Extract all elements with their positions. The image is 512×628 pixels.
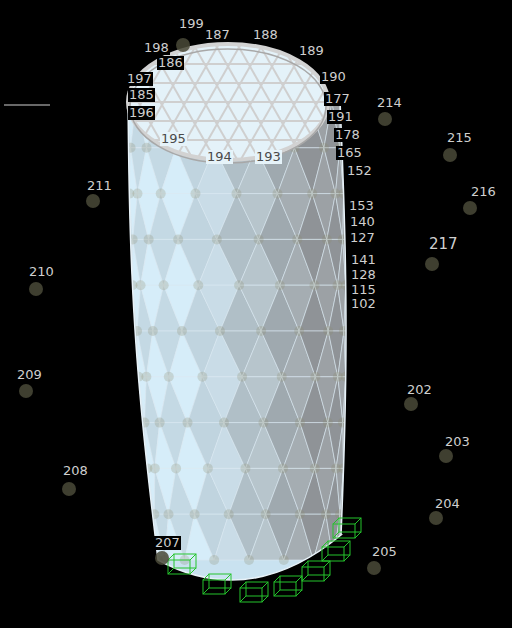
grid-line (4, 105, 50, 106)
tower-body (107, 97, 367, 580)
joint-dots (19, 38, 477, 575)
joint-number: 198 (143, 41, 170, 55)
joint-number: 199 (178, 17, 205, 31)
joint-number: 214 (376, 96, 403, 110)
joint-number: 202 (406, 383, 433, 397)
joint-number: 209 (16, 368, 43, 382)
joint-number: 140 (349, 215, 376, 229)
joint-number: 216 (470, 185, 497, 199)
joint-number: 141 (350, 253, 377, 267)
joint-number: 204 (434, 497, 461, 511)
joint-number: 153 (348, 199, 375, 213)
joint-number: 187 (204, 28, 231, 42)
joint-number: 102 (350, 297, 377, 311)
joint-number: 205 (371, 545, 398, 559)
joint-number: 217 (428, 237, 459, 251)
joint-number: 190 (320, 70, 347, 84)
joint-number: 207 (154, 536, 181, 550)
joint-number: 165 (336, 146, 363, 160)
joint-number: 196 (128, 106, 155, 120)
joint-number: 127 (349, 231, 376, 245)
joint-number: 208 (62, 464, 89, 478)
joint-number: 211 (86, 179, 113, 193)
joint-number: 197 (126, 72, 153, 86)
roof-mesh (0, 0, 512, 330)
joint-number: 194 (206, 150, 233, 164)
joint-number: 210 (28, 265, 55, 279)
joint-number: 128 (350, 268, 377, 282)
joint-number: 188 (252, 28, 279, 42)
joint-number: 203 (444, 435, 471, 449)
joint-number: 186 (157, 56, 184, 70)
joint-number: 115 (350, 283, 377, 297)
joint-number: 195 (160, 132, 187, 146)
joint-number: 193 (255, 150, 282, 164)
joint-number: 191 (327, 110, 354, 124)
joint-number: 185 (128, 88, 155, 102)
joint-number: 178 (334, 128, 361, 142)
joint-number: 215 (446, 131, 473, 145)
support-markers (168, 518, 361, 602)
joint-number: 177 (324, 92, 351, 106)
joint-number: 189 (298, 44, 325, 58)
joint-number: 152 (346, 164, 373, 178)
